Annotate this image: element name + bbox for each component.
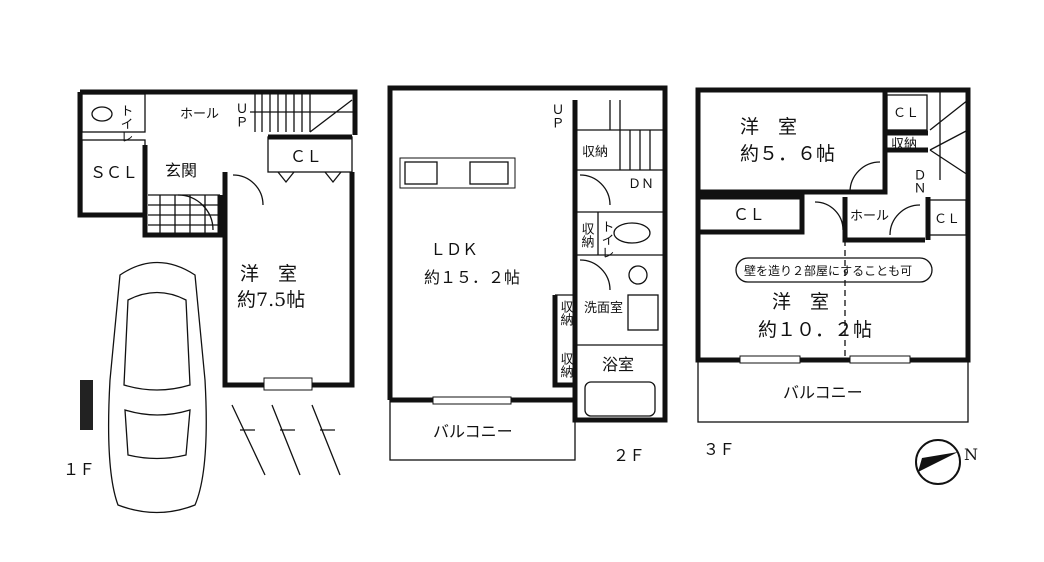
label-storage-2f-3: 収納 [558,300,574,327]
floor-3f: 壁を造り２部屋にすることも可 洋 室 約５．６帖 ＣＬ 収納 ＤＮ ＣＬ ホール… [695,87,971,459]
label-ldk: ＬＤＫ [430,240,478,259]
label-toilet-2f: トイレ [599,220,614,259]
label-up-1f: ＵＰ [233,102,248,128]
floor-2f: ＬＤＫ 約１５．２帖 ＵＰ 収納 ＤＮ 収納 トイレ 洗面室 収納 収納 浴室 … [387,85,668,465]
label-storage-3f: 収納 [891,137,917,152]
label-hall-1f: ホール [180,107,219,122]
stairs-1f [250,92,355,133]
label-dn-2f: ＤＮ [628,177,654,192]
label-western-1f: 洋 室 [240,263,297,285]
label-toilet-1f: トイレ [118,104,133,143]
label-western2-size: 約１０．２帖 [758,319,872,341]
label-entrance: 玄関 [165,161,197,180]
label-western-size-1f: 約7.5帖 [237,289,305,311]
label-cl-3f-2: ＣＬ [733,205,765,224]
label-cl-1f: ＣＬ [290,147,322,166]
label-western2-3f: 洋 室 [772,291,829,313]
compass-label: N [964,445,978,464]
label-ldk-size: 約１５．２帖 [424,268,520,287]
label-balcony-3f: バルコニー [783,383,863,402]
label-dn-3f: ＤＮ [911,168,926,194]
label-note: 壁を造り２部屋にすることも可 [744,263,912,278]
label-storage-2f-4: 収納 [558,352,574,379]
label-scl: ＳＣＬ [90,163,138,182]
label-storage-2f-1: 収納 [582,145,608,160]
floor-label-2f: ２Ｆ [613,446,645,465]
label-western1-3f: 洋 室 [740,116,797,138]
floor-1f: トイレ ホール ＵＰ ＳＣＬ 玄関 ＣＬ 洋 室 約7.5帖 １Ｆ [63,89,358,514]
label-western1-size: 約５．６帖 [740,143,835,165]
bicycle-icons [231,404,341,476]
floor-label-1f: １Ｆ [63,460,95,479]
note-pill [735,257,933,283]
north-arrow-icon: N [915,439,978,485]
wall-block [80,380,93,430]
label-cl-3f-1: ＣＬ [893,106,919,121]
car-icon [107,261,207,514]
label-storage-2f-2: 収納 [579,222,595,249]
label-up-2f: ＵＰ [549,103,564,129]
label-balcony-2f: バルコニー [433,422,513,441]
label-washroom: 洗面室 [584,300,623,316]
label-bathroom: 浴室 [602,355,634,374]
kitchen-counter [399,157,516,189]
floor-label-3f: ３Ｆ [703,440,735,459]
label-hall-3f: ホール [850,209,889,224]
label-cl-3f-3: ＣＬ [934,212,960,227]
